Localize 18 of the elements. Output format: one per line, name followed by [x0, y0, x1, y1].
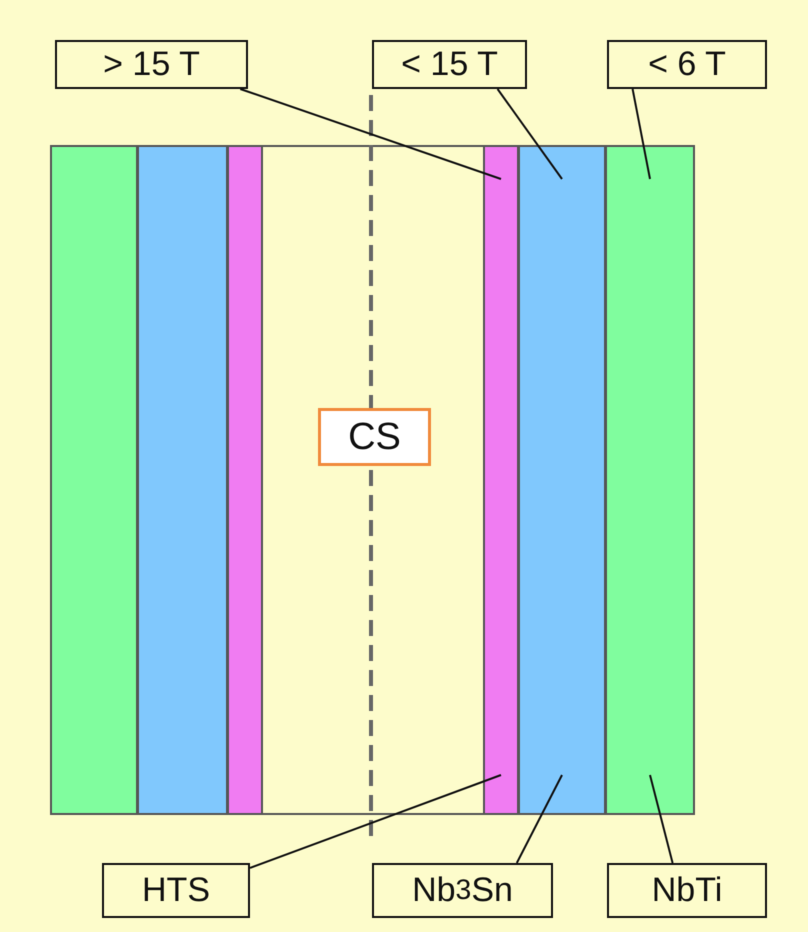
- coil-band: [483, 145, 519, 815]
- label-box: < 6 T: [607, 40, 767, 89]
- coil-band: [137, 145, 228, 815]
- coil-band: [605, 145, 695, 815]
- label-box: HTS: [102, 863, 250, 918]
- leader-line: [516, 774, 563, 864]
- label-box: < 15 T: [372, 40, 527, 89]
- label-box: NbTi: [607, 863, 767, 918]
- label-box: > 15 T: [55, 40, 248, 89]
- coil-band: [50, 145, 138, 815]
- leader-line: [649, 774, 674, 864]
- leader-line: [240, 88, 502, 180]
- leader-line: [632, 88, 651, 180]
- leader-line: [250, 774, 502, 869]
- leader-line: [496, 88, 563, 180]
- label-box: CS: [318, 408, 431, 466]
- coil-band: [518, 145, 606, 815]
- coil-band: [227, 145, 263, 815]
